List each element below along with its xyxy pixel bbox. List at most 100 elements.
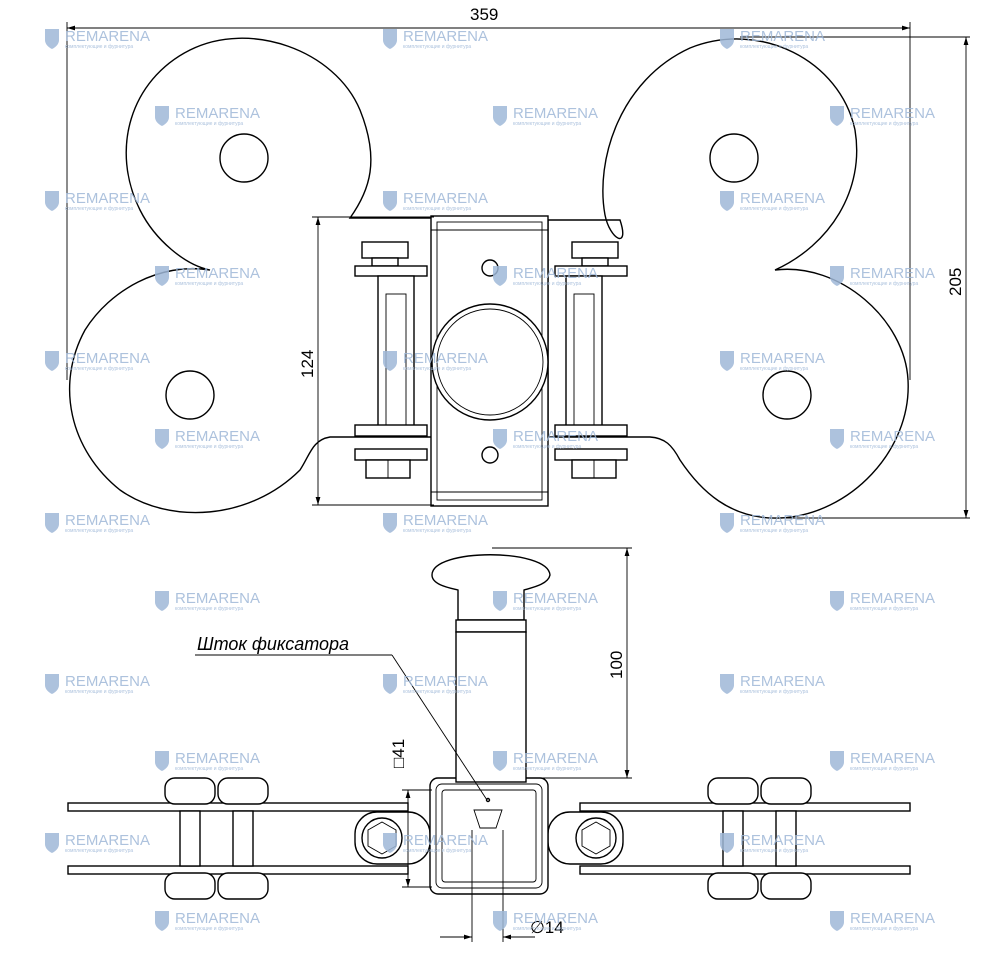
svg-text:комплектующие и фурнитура: комплектующие и фурнитура xyxy=(403,44,471,50)
svg-text:REMARENA: REMARENA xyxy=(740,28,825,45)
svg-text:REMARENA: REMARENA xyxy=(65,350,150,367)
dim-tube-section: □41 xyxy=(389,739,408,768)
shield-logo-icon xyxy=(155,591,169,611)
svg-text:REMARENA: REMARENA xyxy=(850,105,935,122)
svg-text:REMARENA: REMARENA xyxy=(65,832,150,849)
shield-logo-icon xyxy=(45,29,59,49)
svg-text:REMARENA: REMARENA xyxy=(513,428,598,445)
svg-text:REMARENA: REMARENA xyxy=(513,105,598,122)
svg-text:REMARENA: REMARENA xyxy=(175,750,260,767)
hole-bottom-left xyxy=(165,370,215,420)
svg-text:комплектующие и фурнитура: комплектующие и фурнитура xyxy=(175,606,243,612)
svg-text:REMARENA: REMARENA xyxy=(403,512,488,529)
svg-text:REMARENA: REMARENA xyxy=(740,190,825,207)
svg-text:REMARENA: REMARENA xyxy=(740,350,825,367)
svg-text:комплектующие и фурнитура: комплектующие и фурнитура xyxy=(175,444,243,450)
shield-logo-icon xyxy=(155,751,169,771)
center-boss-inner xyxy=(436,308,544,416)
svg-text:комплектующие и фурнитура: комплектующие и фурнитура xyxy=(513,926,581,932)
svg-text:REMARENA: REMARENA xyxy=(513,910,598,927)
shield-logo-icon xyxy=(720,351,734,371)
svg-text:комплектующие и фурнитура: комплектующие и фурнитура xyxy=(740,528,808,534)
shield-logo-icon xyxy=(720,833,734,853)
shield-logo-icon xyxy=(383,674,397,694)
svg-text:REMARENA: REMARENA xyxy=(850,590,935,607)
svg-text:REMARENA: REMARENA xyxy=(513,265,598,282)
shield-logo-icon xyxy=(493,751,507,771)
shield-logo-icon xyxy=(830,429,844,449)
right-plate xyxy=(547,38,909,519)
dim-pin-length: 100 xyxy=(607,651,626,679)
hole-top-left xyxy=(219,133,269,183)
right-hex-nut xyxy=(547,811,624,865)
svg-text:комплектующие и фурнитура: комплектующие и фурнитура xyxy=(65,689,133,695)
svg-text:комплектующие и фурнитура: комплектующие и фурнитура xyxy=(513,121,581,127)
svg-text:REMARENA: REMARENA xyxy=(850,265,935,282)
svg-text:комплектующие и фурнитура: комплектующие и фурнитура xyxy=(175,281,243,287)
shield-logo-icon xyxy=(830,751,844,771)
shield-logo-icon xyxy=(830,106,844,126)
svg-text:комплектующие и фурнитура: комплектующие и фурнитура xyxy=(403,528,471,534)
shield-logo-icon xyxy=(155,266,169,286)
shield-logo-icon xyxy=(720,674,734,694)
svg-text:комплектующие и фурнитура: комплектующие и фурнитура xyxy=(740,366,808,372)
svg-text:комплектующие и фурнитура: комплектующие и фурнитура xyxy=(850,444,918,450)
dim-overall-height: 205 xyxy=(946,268,965,296)
svg-text:комплектующие и фурнитура: комплектующие и фурнитура xyxy=(65,44,133,50)
hole-bottom-right xyxy=(762,370,812,420)
svg-text:REMARENA: REMARENA xyxy=(65,28,150,45)
svg-text:комплектующие и фурнитура: комплектующие и фурнитура xyxy=(513,766,581,772)
svg-text:комплектующие и фурнитура: комплектующие и фурнитура xyxy=(513,444,581,450)
shield-logo-icon xyxy=(45,833,59,853)
callout-label: Шток фиксатора xyxy=(197,634,349,654)
dim-bracket-height: 124 xyxy=(298,350,317,378)
svg-text:REMARENA: REMARENA xyxy=(740,512,825,529)
shield-logo-icon xyxy=(383,513,397,533)
svg-text:комплектующие и фурнитура: комплектующие и фурнитура xyxy=(65,848,133,854)
left-plate xyxy=(68,37,433,514)
svg-text:комплектующие и фурнитура: комплектующие и фурнитура xyxy=(65,528,133,534)
svg-text:комплектующие и фурнитура: комплектующие и фурнитура xyxy=(513,606,581,612)
top-view: 359 205 124 xyxy=(66,5,970,519)
svg-text:REMARENA: REMARENA xyxy=(175,428,260,445)
dim-pin-diameter: ∅14 xyxy=(530,918,564,937)
svg-text:REMARENA: REMARENA xyxy=(65,673,150,690)
dim-overall-width: 359 xyxy=(470,5,498,24)
shield-logo-icon xyxy=(383,833,397,853)
svg-text:REMARENA: REMARENA xyxy=(403,28,488,45)
center-boss xyxy=(431,303,549,421)
shield-logo-icon xyxy=(830,911,844,931)
svg-text:комплектующие и фурнитура: комплектующие и фурнитура xyxy=(740,44,808,50)
svg-text:комплектующие и фурнитура: комплектующие и фурнитура xyxy=(65,366,133,372)
shield-logo-icon xyxy=(383,29,397,49)
svg-text:REMARENA: REMARENA xyxy=(513,590,598,607)
shield-logo-icon xyxy=(45,191,59,211)
svg-text:комплектующие и фурнитура: комплектующие и фурнитура xyxy=(403,366,471,372)
svg-text:REMARENA: REMARENA xyxy=(175,265,260,282)
shield-logo-icon xyxy=(720,191,734,211)
hole-top-right xyxy=(709,133,759,183)
svg-text:комплектующие и фурнитура: комплектующие и фурнитура xyxy=(850,281,918,287)
locking-pin xyxy=(431,554,551,829)
